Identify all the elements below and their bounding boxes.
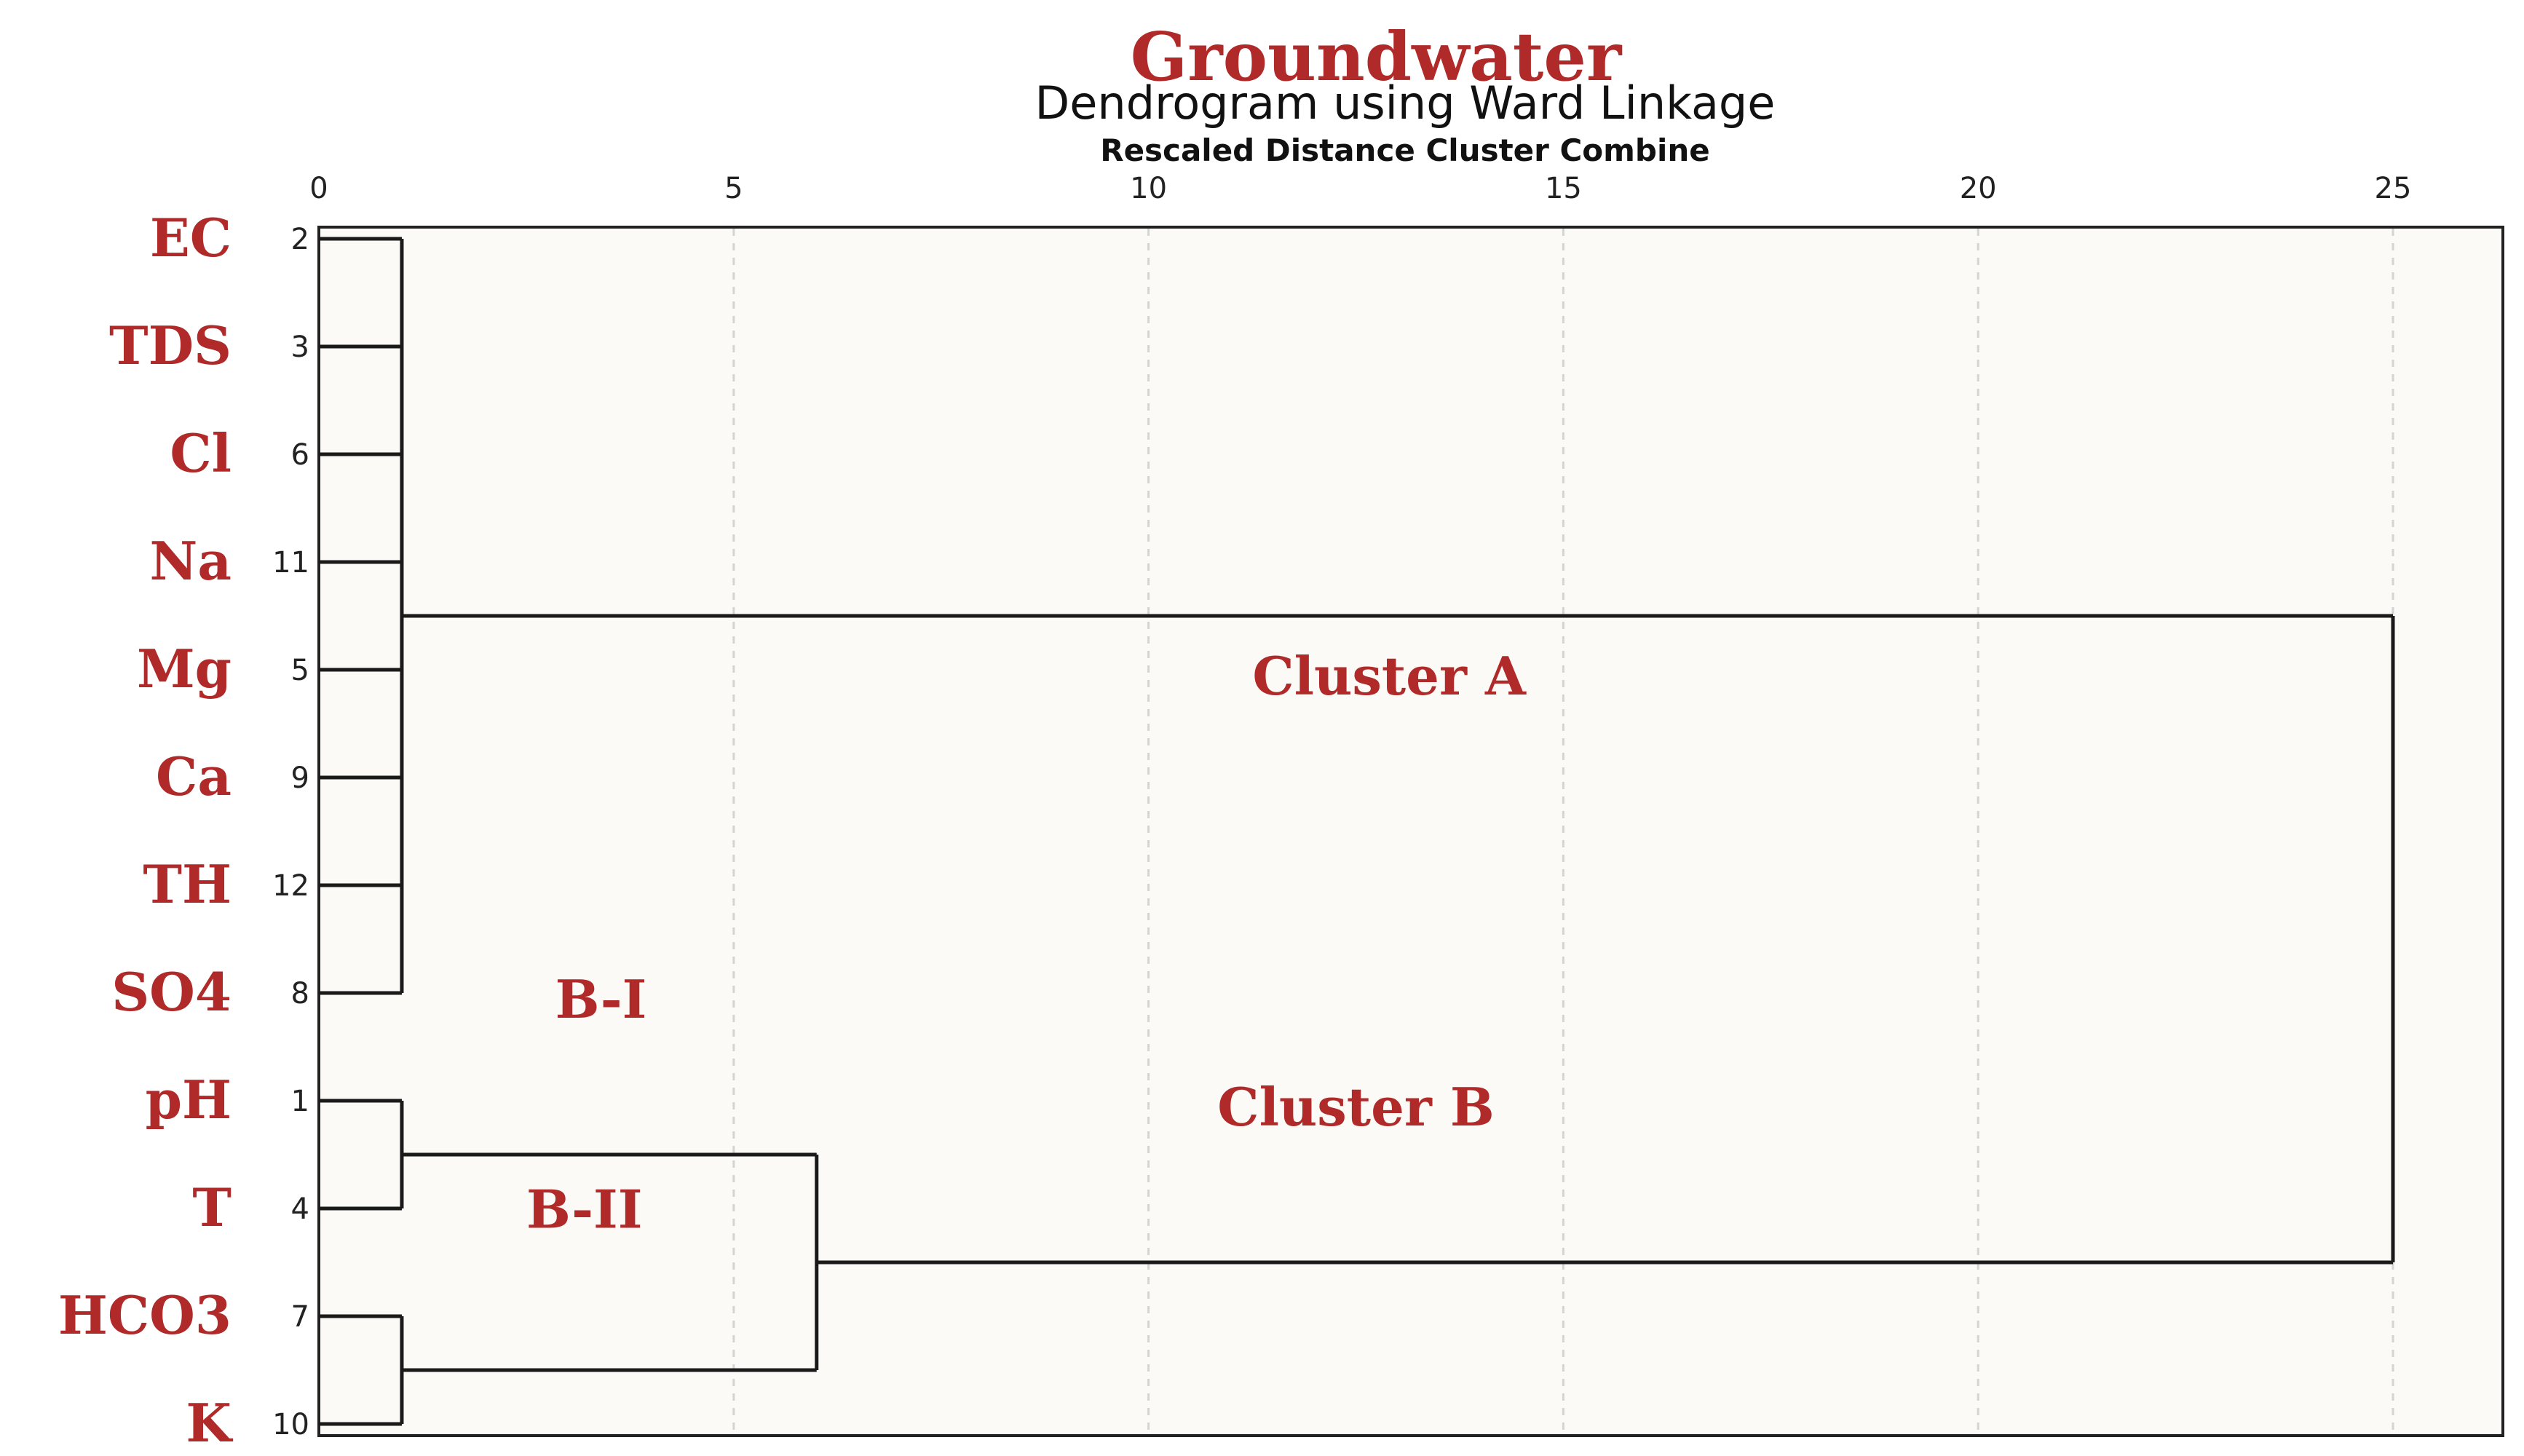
leaf-case-number: 4: [291, 1192, 309, 1226]
cluster-annotation: Cluster B: [1217, 1076, 1494, 1138]
leaf-variable-label: Ca: [156, 745, 232, 807]
leaf-variable-label: SO4: [111, 961, 232, 1023]
leaf-variable-label: EC: [150, 207, 232, 269]
leaf-variable-label: pH: [146, 1069, 232, 1131]
leaf-case-number: 6: [291, 438, 309, 472]
x-axis-ticks: 0 5 10 15 20 25: [309, 172, 2411, 205]
leaf-variable-label: Cl: [170, 422, 232, 484]
x-tick-label: 10: [1130, 172, 1167, 205]
cluster-annotation: B-II: [526, 1179, 642, 1241]
leaf-variable-label: Na: [150, 530, 232, 592]
leaf-case-number: 5: [291, 654, 309, 687]
leaf-variable-label: TH: [143, 853, 232, 915]
leaf-case-number: 3: [291, 331, 309, 364]
cluster-annotation: B-I: [555, 968, 647, 1030]
leaf-variable-label: HCO3: [58, 1284, 232, 1346]
x-tick-label: 5: [724, 172, 743, 205]
x-tick-label: 0: [309, 172, 328, 205]
x-tick-label: 25: [2375, 172, 2412, 205]
leaf-case-number: 11: [272, 546, 309, 579]
leaf-case-number: 2: [291, 223, 309, 256]
leaf-case-number: 12: [272, 869, 309, 903]
leaf-variable-label: TDS: [109, 314, 232, 376]
chart-subtitle: Dendrogram using Ward Linkage: [1035, 76, 1776, 130]
x-axis-title: Rescaled Distance Cluster Combine: [1100, 132, 1710, 168]
cluster-annotations: Cluster A Cluster B B-I B-II: [526, 645, 1527, 1241]
dendrogram-links: [319, 237, 2395, 1426]
plot-area: [317, 226, 2504, 1437]
leaf-case-number: 1: [291, 1085, 309, 1118]
x-tick-label: 20: [1960, 172, 1997, 205]
leaf-case-number: 9: [291, 761, 309, 795]
leaf-case-number: 8: [291, 977, 309, 1010]
x-tick-label: 15: [1545, 172, 1582, 205]
cluster-annotation: Cluster A: [1252, 645, 1527, 707]
leaf-variable-label: K: [186, 1392, 233, 1454]
leaf-variable-label: Mg: [137, 638, 232, 700]
leaf-case-number: 7: [291, 1300, 309, 1334]
leaf-case-number: 10: [272, 1408, 309, 1441]
chart-title: Groundwater: [1131, 17, 1623, 96]
leaf-variable-label: T: [192, 1176, 232, 1238]
